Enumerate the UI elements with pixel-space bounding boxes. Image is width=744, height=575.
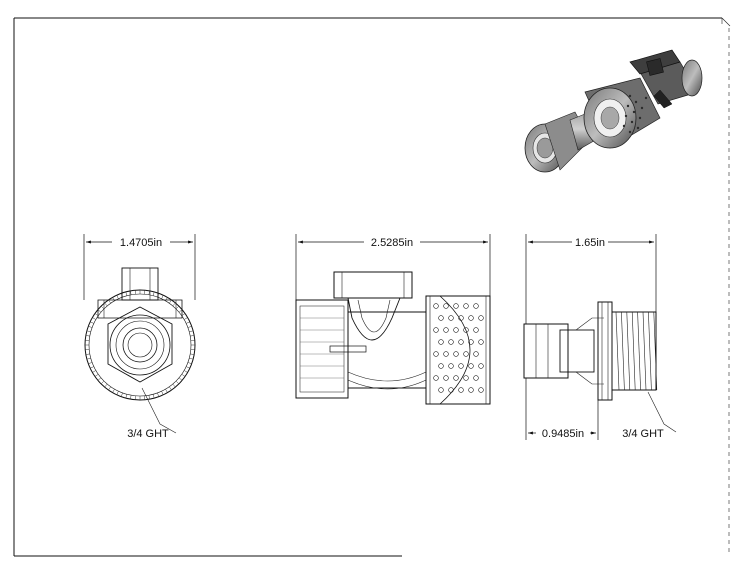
dimension-left-width: 1.4705in <box>83 234 196 300</box>
right-sub-length-label: 0.9485in <box>542 428 584 440</box>
side-view <box>295 271 491 405</box>
dimension-right-width: 1.65in <box>525 234 657 324</box>
right-thread-callout: 3/4 GHT <box>622 428 664 440</box>
left-width-label: 1.4705in <box>120 237 162 249</box>
drawing-border <box>13 17 731 557</box>
left-thread-callout: 3/4 GHT <box>127 428 169 440</box>
dimension-middle-width: 2.5285in <box>295 234 491 300</box>
dimension-right-sub-length: 0.9485in <box>525 378 599 440</box>
middle-width-label: 2.5285in <box>371 237 413 249</box>
adapter-side-view <box>523 301 677 433</box>
right-width-label: 1.65in <box>575 237 605 249</box>
isometric-view <box>524 49 703 173</box>
end-view <box>84 267 196 434</box>
